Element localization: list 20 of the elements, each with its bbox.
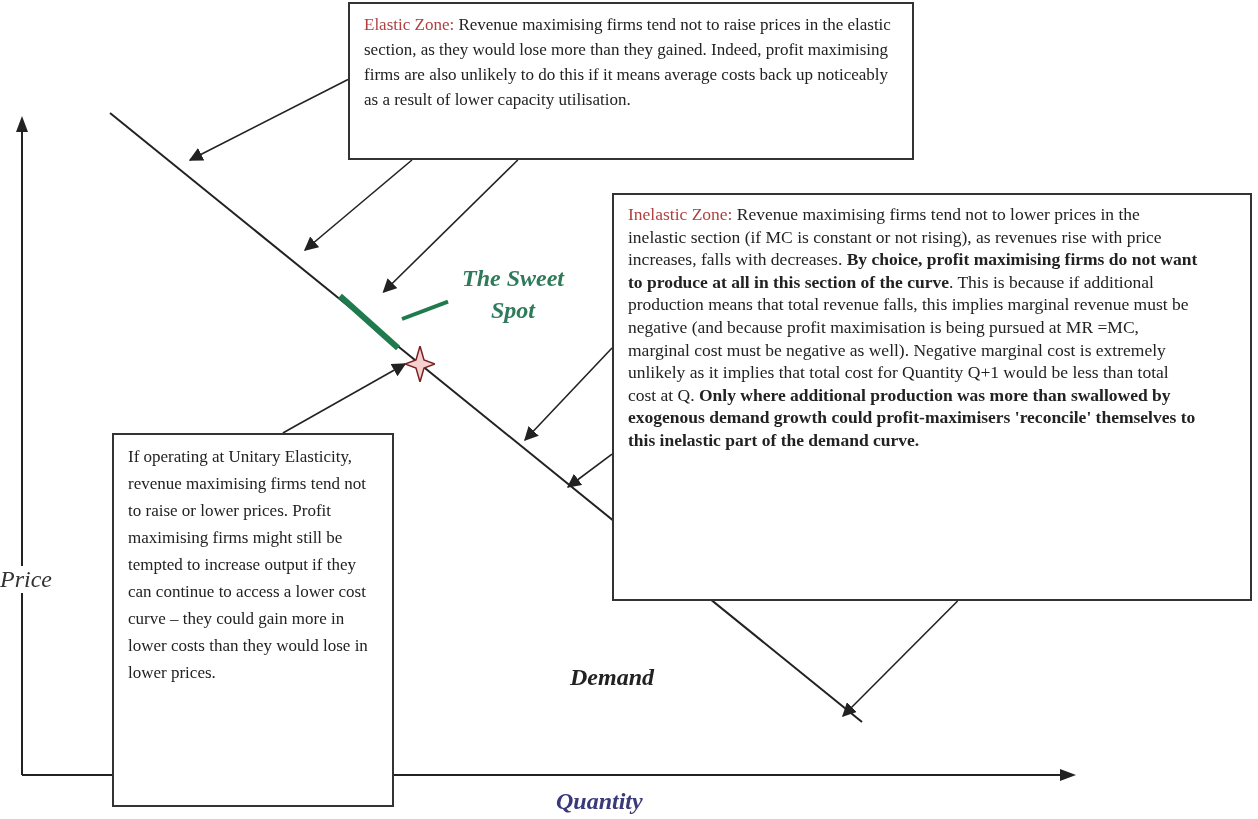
- curve-label: Demand: [570, 664, 654, 691]
- axis-label: Quantity: [556, 788, 643, 815]
- callout-box: [348, 2, 914, 160]
- sweet-spot-segment: [336, 292, 402, 352]
- arrow: [842, 600, 959, 717]
- callout-box: [612, 193, 1252, 601]
- arrow: [303, 159, 413, 251]
- star-marker: [405, 346, 435, 382]
- callout-box: [112, 433, 394, 807]
- arrow: [282, 363, 407, 434]
- annotation-text: The Sweet Spot: [448, 262, 578, 334]
- arrow: [524, 347, 613, 441]
- callout-text: Inelastic Zone: Revenue maximising firms tend not to lower prices in the inelastic section (if MC is constant or not rising), as revenues rise with price increases, falls with decreases. By choice, profit maximising firms do not want to produce at all in this section of the curve. This is because if additional production means that total revenue falls, this implies marginal revenue must be negative (and because profit maximisation is being pursued at MR =MC, marginal cost must be negative as well). Negative marginal cost is extremely unlikely as it implies that total cost for Quantity Q+1 would be less than total cost at Q. Only where additional production was more than swallowed by exogenous demand growth could profit-maximisers 'reconcile' themselves to this inelastic part of the demand curve.: [628, 203, 1199, 452]
- arrow: [566, 453, 613, 488]
- arrow: [382, 159, 519, 293]
- callout-text: Elastic Zone: Revenue maximising firms tend not to raise prices in the elastic section, as they would lose more than they gained. Indeed, profit maximising firms are also unlikely to do this if it means average costs back up noticeably as a result of lower capacity utilisation.: [364, 14, 892, 111]
- leader-line: [401, 299, 449, 321]
- axis-label: Price: [0, 566, 52, 593]
- callout-text: If operating at Unitary Elasticity, revenue maximising firms tend not to raise or lower prices. Profit maximising firms might still be tempted to increase output if they can continue to access a lower cost curve – they could gain more in lower costs than they would lose in lower prices.: [128, 446, 368, 684]
- arrow: [188, 78, 349, 161]
